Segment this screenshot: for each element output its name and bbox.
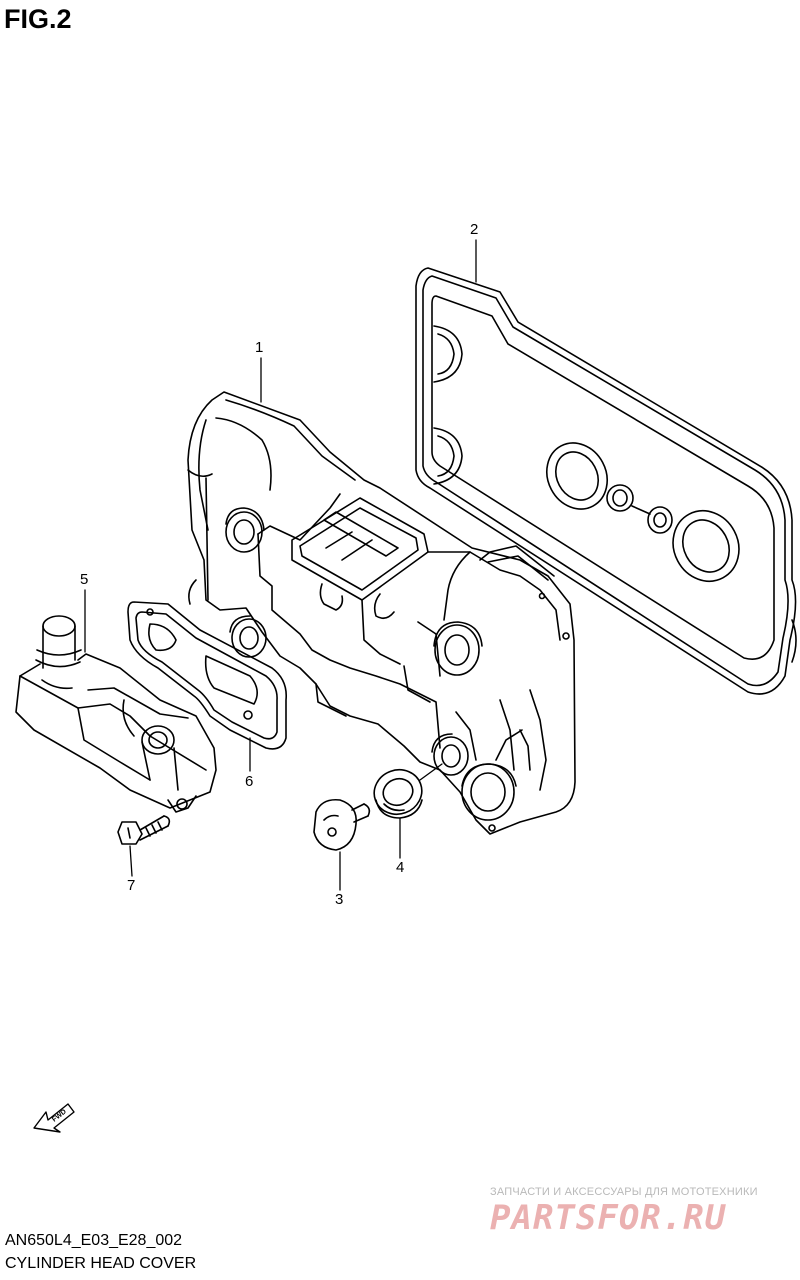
grommet-part-4	[373, 768, 423, 819]
bolt-part-7	[117, 815, 171, 845]
forward-arrow-icon	[33, 1103, 75, 1133]
cover-gasket-part-2	[415, 267, 797, 695]
callout-6: 6	[245, 773, 253, 790]
watermark-logo: PARTSFOR.RU	[490, 1198, 727, 1238]
callout-1: 1	[255, 339, 263, 356]
figure-label: FIG.2	[4, 4, 72, 34]
callout-4: 4	[396, 859, 404, 876]
breather-cover-part-5	[15, 615, 217, 813]
callout-3: 3	[335, 891, 343, 908]
callout-5: 5	[80, 571, 88, 588]
watermark-tagline: ЗАПЧАСТИ И АКСЕССУАРЫ ДЛЯ МОТОТЕХНИКИ	[490, 1186, 758, 1198]
gasket-part-6	[127, 601, 288, 750]
cylinder-head-cover-part-1	[187, 391, 576, 835]
callout-2: 2	[470, 221, 478, 238]
diagram-code: AN650L4_E03_E28_002	[5, 1232, 183, 1249]
callout-7: 7	[127, 877, 135, 894]
leader-lines	[84, 239, 477, 891]
bolt-part-3	[313, 798, 371, 851]
diagram-title: CYLINDER HEAD COVER	[5, 1255, 197, 1272]
